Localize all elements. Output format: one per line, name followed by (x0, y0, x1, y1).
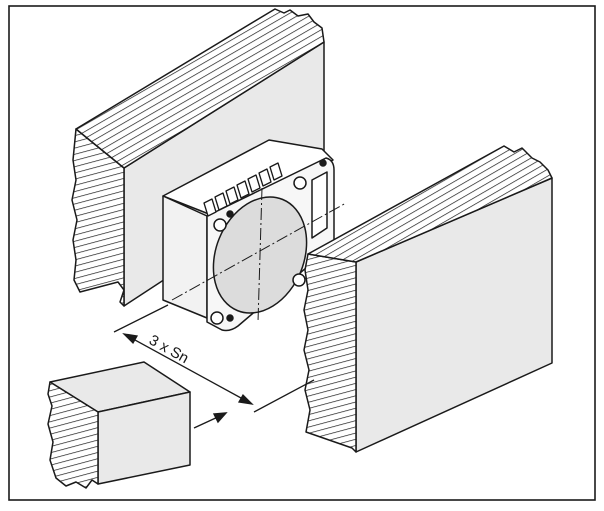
sensor-hole (292, 273, 306, 287)
sensor-hole (210, 311, 224, 325)
wall-right-hatched-top (307, 145, 553, 263)
wall-left-hatched-end (71, 128, 125, 307)
dimension-3xsn (113, 304, 315, 413)
sensor-left-side (162, 195, 208, 319)
target-arrow (193, 412, 228, 429)
center-lines (171, 187, 347, 323)
sensor-recess (311, 171, 328, 239)
dimension-label: 3 x Sn (146, 332, 191, 367)
wall-right (303, 145, 553, 453)
wall-right-hatched-end (303, 253, 357, 453)
target-hatched-end (47, 381, 99, 489)
outer-frame (8, 5, 596, 501)
target (47, 361, 191, 489)
sensor-ribs (203, 162, 283, 217)
sensor-hole (213, 218, 227, 232)
wall-left-hatched-top (75, 8, 325, 169)
sensor-hole (293, 176, 307, 190)
